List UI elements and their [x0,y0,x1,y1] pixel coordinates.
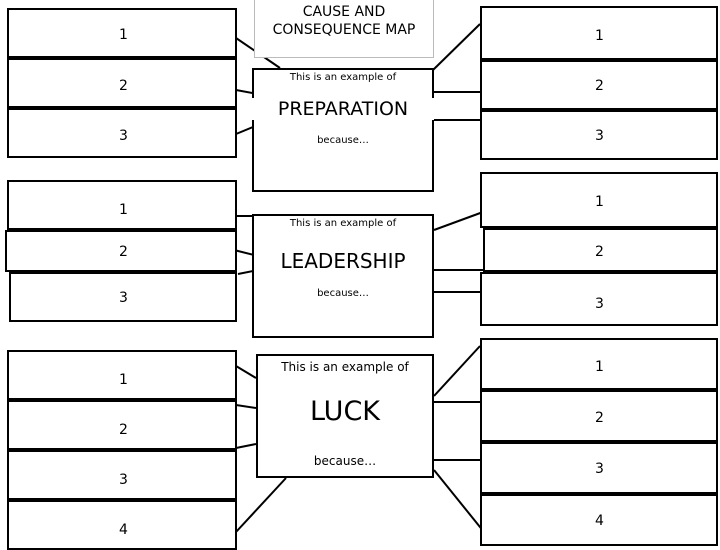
because-text: because… [317,288,369,299]
example-intro-text: This is an example of [281,360,409,374]
cause-number: 1 [119,202,128,218]
connector-line [433,211,484,231]
consequence-number: 1 [595,194,604,210]
cause-box-left-3[interactable]: 3 [7,108,237,158]
consequence-number: 4 [595,513,604,529]
connector-line [433,469,485,533]
concept-box-leadership[interactable]: This is an example of LEADERSHIP because… [252,214,434,338]
connector-line [235,404,257,409]
connector-line [235,443,257,449]
consequence-box-right-1[interactable]: 1 [480,338,718,390]
title-box: CAUSE AND CONSEQUENCE MAP [254,0,434,58]
concept-term-leadership: LEADERSHIP [280,249,406,273]
consequence-box-right-3[interactable]: 3 [480,272,718,326]
map-title-line1: CAUSE AND [302,4,386,20]
cause-number: 2 [119,422,128,438]
cause-number: 1 [119,27,128,43]
map-title-line2: CONSEQUENCE MAP [272,22,416,38]
cause-number: 3 [119,128,128,144]
consequence-number: 1 [595,359,604,375]
concept-box-luck[interactable]: This is an example of LUCK because… [256,354,434,478]
connector-line [433,345,481,397]
connector-line [235,365,257,379]
consequence-box-right-3[interactable]: 3 [480,442,718,494]
connector-line [235,477,287,533]
cause-box-left-2[interactable]: 2 [5,230,237,272]
consequence-box-right-1[interactable]: 1 [480,6,718,60]
consequence-box-right-2[interactable]: 2 [480,60,718,110]
consequence-number: 2 [595,78,604,94]
consequence-number: 3 [595,128,604,144]
cause-box-left-2[interactable]: 2 [7,400,237,450]
cause-number: 3 [119,290,128,306]
consequence-number: 1 [595,28,604,44]
consequence-number: 2 [595,410,604,426]
cause-number: 2 [119,78,128,94]
cause-box-left-1[interactable]: 1 [7,350,237,400]
concept-term-luck: LUCK [309,396,381,427]
cause-box-left-3[interactable]: 3 [7,450,237,500]
consequence-number: 3 [595,296,604,312]
consequence-box-right-1[interactable]: 1 [480,172,718,228]
cause-box-left-4[interactable]: 4 [7,500,237,550]
concept-term-preparation: PREPARATION [252,98,434,120]
cause-number: 1 [119,372,128,388]
cause-number: 4 [119,522,128,538]
consequence-box-right-2[interactable]: 2 [480,390,718,442]
cause-number: 2 [119,244,128,260]
example-intro-text: This is an example of [289,218,397,229]
cause-box-left-1[interactable]: 1 [7,180,237,230]
consequence-number: 2 [595,244,604,260]
consequence-box-right-3[interactable]: 3 [480,110,718,160]
connector-line [432,23,481,71]
consequence-box-right-4[interactable]: 4 [480,494,718,546]
because-text: because… [313,454,377,468]
concept-box-preparation[interactable]: This is an example of because… [252,68,434,192]
because-text: because… [317,135,369,146]
cause-box-left-3[interactable]: 3 [9,272,237,322]
consequence-number: 3 [595,461,604,477]
cause-box-left-2[interactable]: 2 [7,58,237,108]
cause-box-left-1[interactable]: 1 [7,8,237,58]
cause-number: 3 [119,472,128,488]
consequence-box-right-2[interactable]: 2 [483,228,718,272]
example-intro-text: This is an example of [289,72,397,83]
